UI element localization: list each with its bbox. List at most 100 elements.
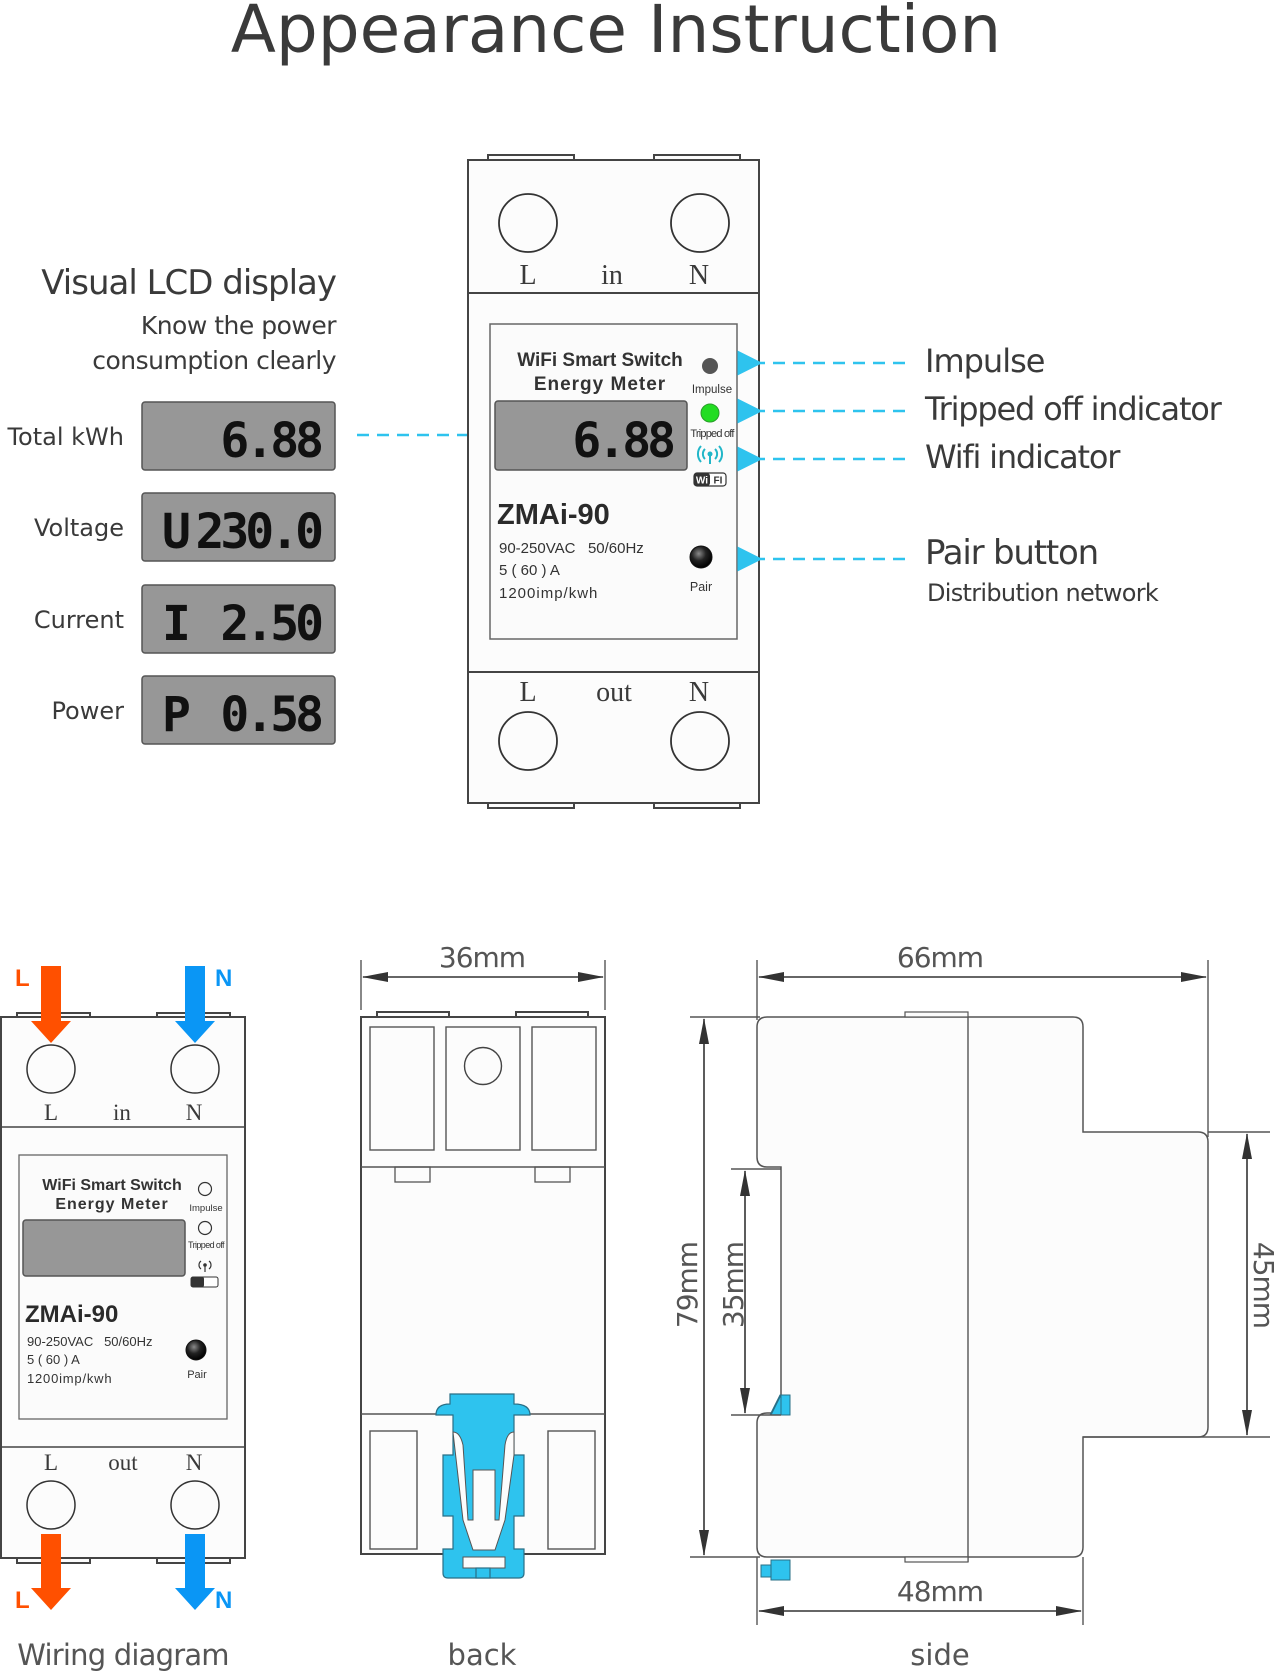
wiring-caption: Wiring diagram (17, 1638, 228, 1672)
w-spec-line-1: 90-250VAC 50/60Hz (27, 1334, 153, 1349)
reading-label: Total kWh (6, 423, 124, 451)
b-width-dim: 36mm (439, 941, 525, 974)
terminal-out-n-label: N (689, 677, 709, 708)
reading-voltage: Voltage U 230.0 (34, 492, 336, 562)
lcd-prefix: U (162, 504, 191, 560)
wiring-diagram: L in N WiFi Smart Switch Energy Meter Im… (0, 965, 246, 1672)
b-slot-1 (369, 1026, 435, 1151)
live-out-label: L (15, 1587, 30, 1614)
lcd-screen (141, 675, 336, 745)
terminal-out-label: out (596, 677, 632, 708)
s-right-dim: 45mm (1247, 1242, 1280, 1328)
w-out-label: out (108, 1450, 138, 1475)
meter-front: L in N L out N WiFi Smart Switch Energy … (467, 154, 760, 809)
w-impulse-led (197, 1181, 213, 1197)
reading-current: Current I 2.50 (34, 584, 336, 654)
s-left-outer-dim: 79mm (671, 1242, 704, 1328)
w-in-n-label: N (186, 1100, 203, 1125)
w-out-n-label: N (186, 1450, 203, 1475)
lcd-value: 0.58 (220, 687, 321, 743)
reading-power: Power P 0.58 (51, 675, 336, 745)
meter-lcd (494, 400, 688, 471)
s-bottom-dim: 48mm (897, 1575, 983, 1608)
w-wifi-badge (190, 1276, 219, 1288)
neutral-out-arrow (175, 1534, 215, 1610)
reading-label: Power (51, 697, 124, 725)
s-top-clip (904, 1011, 969, 1018)
callout-wifi: Wifi indicator (925, 438, 1121, 476)
meter-lcd-value: 6.88 (572, 413, 673, 469)
w-terminal-in-n (170, 1044, 220, 1094)
din-rail-clip (435, 1393, 531, 1579)
lcd-screen (141, 584, 336, 654)
impulse-label: Impulse (692, 384, 732, 396)
b-screw (463, 1046, 503, 1086)
w-lcd (22, 1219, 186, 1277)
w-in-label: in (113, 1100, 131, 1125)
w-tripped-label: Tripped off (188, 1240, 225, 1250)
s-clip-upper (769, 1394, 791, 1416)
s-bottom-clip (904, 1556, 969, 1563)
neutral-out-label: N (215, 1587, 232, 1614)
s-top-dim: 66mm (897, 941, 983, 974)
w-brand-line-1: WiFi Smart Switch (42, 1177, 181, 1194)
neutral-in-label: N (215, 965, 232, 992)
w-in-l-label: L (44, 1100, 58, 1125)
pair-button[interactable] (689, 545, 713, 569)
s-left-inner-dim: 35mm (717, 1242, 750, 1328)
tripped-led (700, 403, 720, 423)
w-spec-line-2: 5 ( 60 ) A (27, 1352, 80, 1367)
b-slot-3 (531, 1026, 597, 1151)
w-tripped-led (197, 1220, 213, 1236)
wifi-badge: Wi FI (693, 472, 727, 487)
terminal-out-l-label: L (519, 677, 536, 708)
b-tab-left (394, 1166, 431, 1183)
lcd-subheading-2: consumption clearly (92, 346, 336, 375)
reading-label: Current (34, 606, 124, 634)
lcd-subheading-1: Know the power (141, 311, 337, 340)
neutral-in-arrow (175, 966, 215, 1043)
lcd-screen (141, 401, 336, 471)
back-caption: back (448, 1638, 517, 1672)
live-in-arrow (31, 966, 71, 1043)
page-title: Appearance Instruction (231, 0, 1002, 68)
spec-line-2: 5 ( 60 ) A (499, 562, 560, 579)
terminal-out-l (498, 711, 558, 771)
b-tab-right (534, 1166, 571, 1183)
wifi-icon (697, 445, 723, 464)
lcd-prefix: I (162, 596, 191, 652)
terminal-out-n (670, 711, 730, 771)
w-wifi-icon (198, 1260, 212, 1272)
live-out-arrow (31, 1534, 71, 1610)
w-spec-line-3: 1200imp/kwh (27, 1371, 112, 1386)
brand-line-2: Energy Meter (534, 374, 666, 395)
w-terminal-out-l (26, 1480, 76, 1530)
side-view: 66mm 79mm 35mm 45mm 48mm side (671, 941, 1280, 1672)
w-brand-line-2: Energy Meter (55, 1196, 168, 1213)
w-terminal-out-n (170, 1480, 220, 1530)
impulse-led (702, 358, 718, 374)
s-clip-lower (770, 1559, 791, 1581)
lcd-heading: Visual LCD display (41, 263, 337, 303)
back-view: 36mm back (360, 941, 606, 1672)
w-model-name: ZMAi-90 (25, 1301, 118, 1328)
callout-tripped: Tripped off indicator (924, 390, 1223, 428)
lcd-value: 6.88 (220, 413, 321, 469)
callout-pair: Pair button (925, 533, 1098, 573)
reading-label: Voltage (34, 514, 124, 542)
callout-pair-sub: Distribution network (927, 579, 1159, 607)
pair-label: Pair (690, 580, 712, 594)
terminal-in-n (670, 193, 730, 253)
w-out-l-label: L (44, 1450, 58, 1475)
lcd-prefix: P (162, 687, 191, 743)
w-pair-label: Pair (187, 1369, 207, 1381)
wifi-badge-left: Wi (696, 476, 708, 487)
model-name: ZMAi-90 (497, 499, 610, 531)
callout-impulse: Impulse (925, 342, 1044, 380)
lcd-screen (141, 492, 336, 562)
b-slot-4 (369, 1430, 418, 1550)
brand-line-1: WiFi Smart Switch (517, 350, 683, 371)
s-body-outline (756, 1016, 1209, 1558)
reading-total-kwh: Total kWh 6.88 (6, 401, 336, 471)
